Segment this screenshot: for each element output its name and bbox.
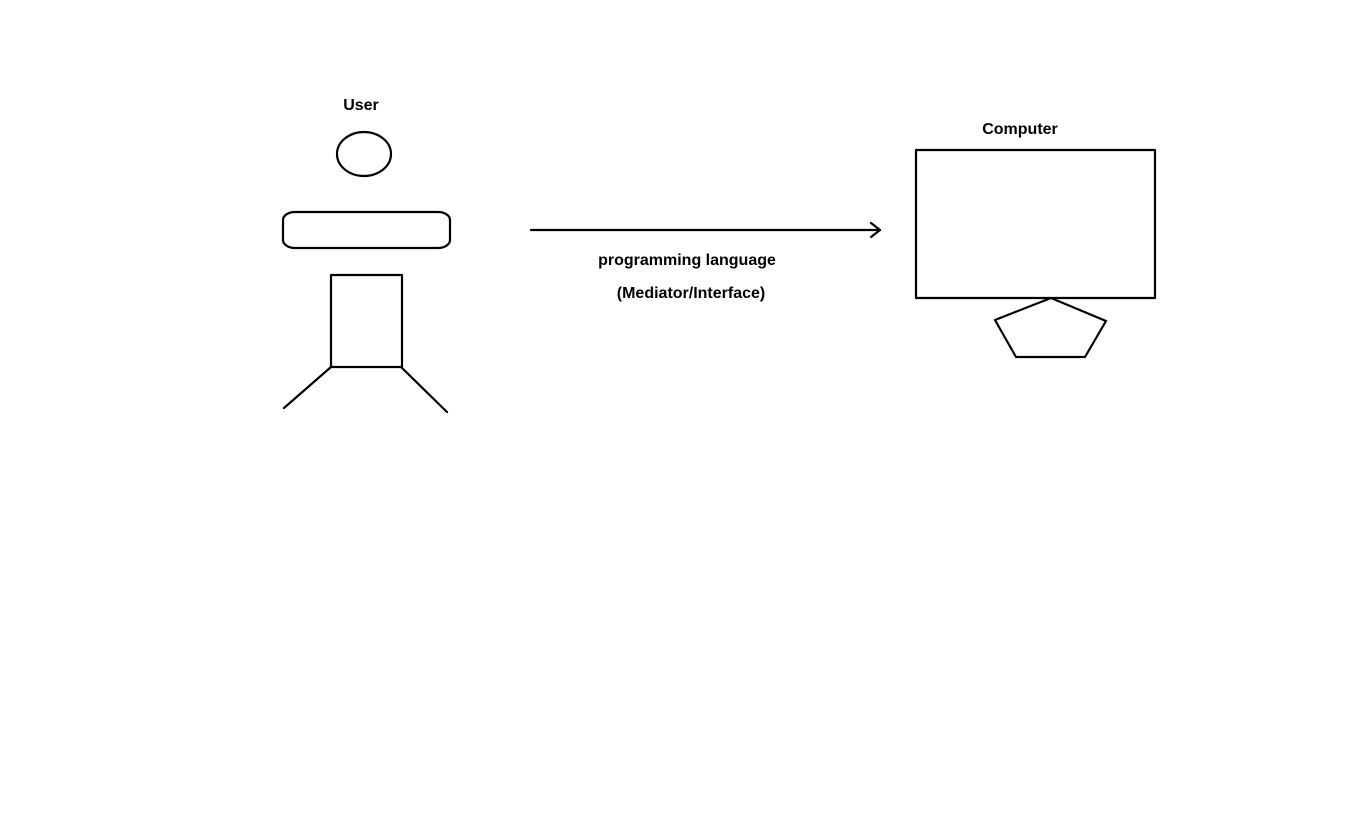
computer-stand xyxy=(993,296,1108,359)
user-arms xyxy=(281,210,452,250)
computer-figure: Computer xyxy=(914,121,1157,359)
user-left-leg xyxy=(282,365,333,410)
user-body xyxy=(329,273,404,369)
computer-monitor xyxy=(914,148,1157,300)
arrow-head xyxy=(869,221,882,239)
computer-label: Computer xyxy=(982,121,1058,138)
user-right-leg xyxy=(399,365,449,414)
interface-arrow: programming language (Mediator/Interface… xyxy=(529,221,882,302)
user-head xyxy=(335,130,393,178)
arrow-label-line1: programming language xyxy=(598,252,776,269)
arrow-label-line2: (Mediator/Interface) xyxy=(617,285,765,302)
user-label: User xyxy=(343,97,379,114)
user-figure: User xyxy=(281,97,452,414)
